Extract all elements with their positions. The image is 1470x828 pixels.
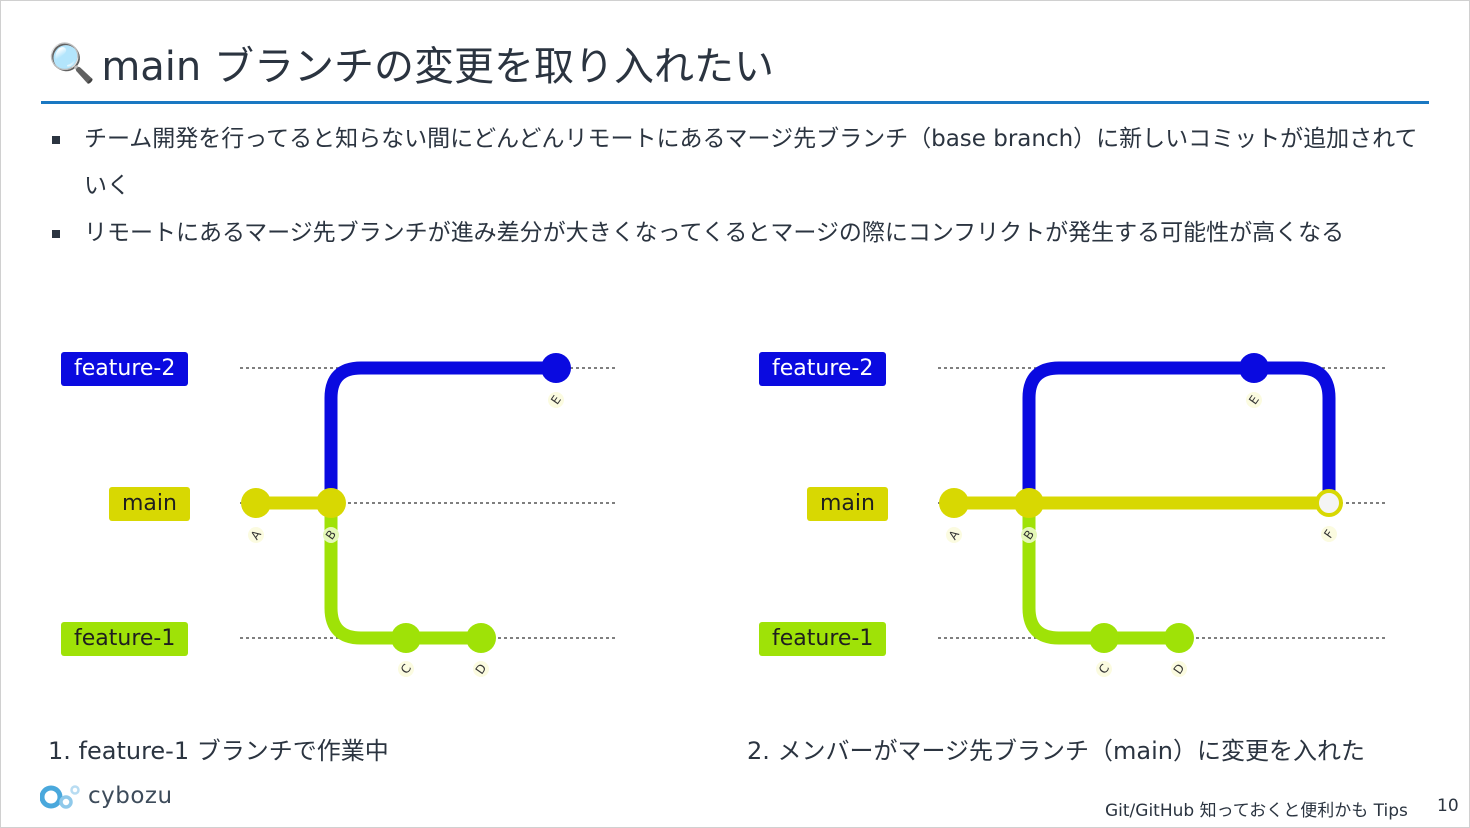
title-divider [41, 101, 1429, 104]
branch-label-feature-1: feature-1 [759, 622, 887, 656]
cybozu-logo-icon [40, 785, 80, 809]
commit-node-a [939, 488, 969, 518]
commit-node-b [316, 488, 346, 518]
commit-label-bg [1246, 392, 1262, 408]
commit-node-b [1014, 488, 1044, 518]
bullet-marker [52, 136, 60, 144]
bullet-text: チーム開発を行ってると知らない間にどんどんリモートにあるマージ先ブランチ（bas… [84, 126, 1418, 199]
commit-node-d [466, 623, 496, 653]
bullet-item: チーム開発を行ってると知らない間にどんどんリモートにあるマージ先ブランチ（bas… [48, 116, 1428, 210]
git-graph-2: A B E C D F [938, 353, 1386, 677]
cybozu-logo: cybozu [40, 782, 173, 810]
magnifier-icon: 🔍 [48, 40, 96, 85]
commit-node-e [541, 353, 571, 383]
bullet-item: リモートにあるマージ先ブランチが進み差分が大きくなってくるとマージの際にコンフリ… [48, 210, 1428, 257]
diagram-caption-2: 2. メンバーがマージ先ブランチ（main）に変更を入れた [747, 737, 1366, 765]
commit-label-bg [398, 661, 414, 677]
page-title-text: main ブランチの変更を取り入れたい [101, 44, 774, 90]
commit-node-a [241, 488, 271, 518]
footer-page-number: 10 [1437, 796, 1459, 816]
branch-label-main: main [109, 487, 190, 521]
commit-node-e [1239, 353, 1269, 383]
commit-label-bg [1321, 526, 1337, 542]
commit-node-c [391, 623, 421, 653]
commit-label-bg [323, 527, 339, 543]
bullet-list: チーム開発を行ってると知らない間にどんどんリモートにあるマージ先ブランチ（bas… [48, 116, 1428, 257]
commit-node-c [1089, 623, 1119, 653]
commit-label-bg [248, 527, 264, 543]
git-graph-1: A B E C D [240, 353, 616, 677]
bullet-marker [52, 230, 60, 238]
branch-line-feature-1 [1022, 503, 1179, 645]
commit-label-bg [946, 527, 962, 543]
branch-label-feature-1: feature-1 [61, 622, 189, 656]
commit-label-bg [1171, 661, 1187, 677]
commit-label-d: D [1171, 661, 1188, 677]
diagram-caption-1: 1. feature-1 ブランチで作業中 [48, 737, 389, 765]
commit-node-f-merge [1315, 489, 1343, 517]
branch-label-main: main [807, 487, 888, 521]
branch-line-feature-2 [324, 361, 556, 503]
git-diagram-1: feature-2 main feature-1 A B E C D [40, 330, 660, 690]
branch-label-feature-2: feature-2 [759, 352, 887, 386]
commit-label-bg [548, 392, 564, 408]
commit-label-d: D [473, 661, 490, 677]
branch-line-feature-1 [324, 503, 481, 645]
git-diagram-2: feature-2 main feature-1 A B E C D F [738, 330, 1398, 690]
commit-label-bg [1021, 527, 1037, 543]
branch-line-feature-2 [1022, 361, 1336, 503]
page-title: 🔍 main ブランチの変更を取り入れたい [48, 34, 774, 92]
commit-label-bg [473, 661, 489, 677]
cybozu-logo-text: cybozu [88, 783, 173, 809]
footer-deck-title: Git/GitHub 知っておくと便利かも Tips [1105, 801, 1408, 821]
branch-label-feature-2: feature-2 [61, 352, 189, 386]
commit-label-bg [1096, 661, 1112, 677]
bullet-text: リモートにあるマージ先ブランチが進み差分が大きくなってくるとマージの際にコンフリ… [84, 220, 1345, 246]
commit-node-d [1164, 623, 1194, 653]
